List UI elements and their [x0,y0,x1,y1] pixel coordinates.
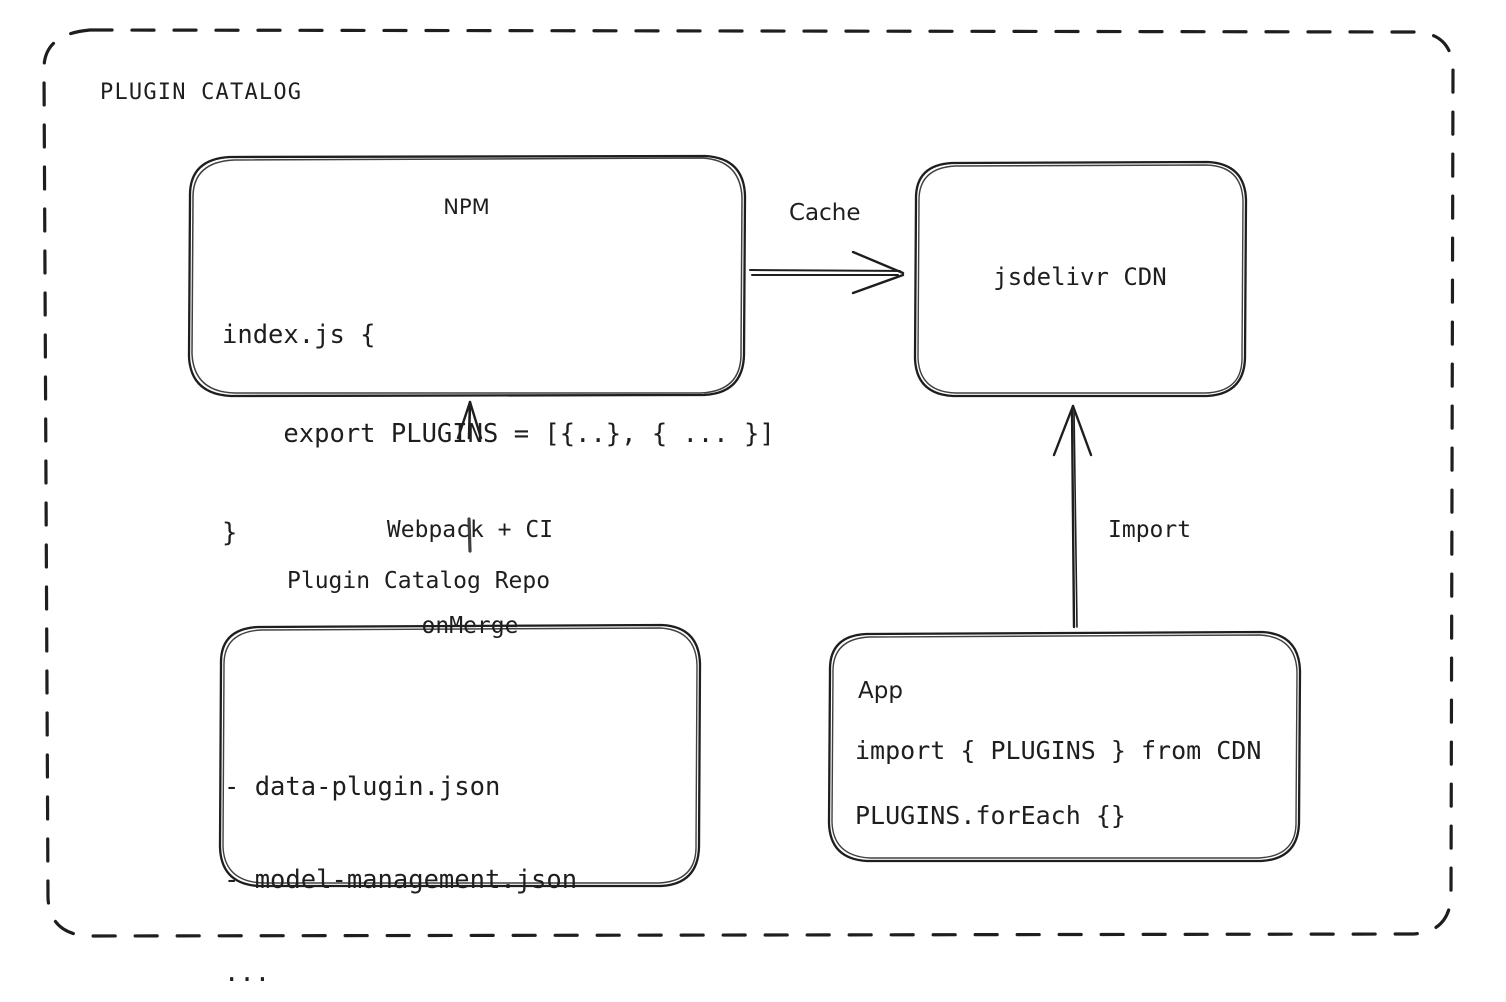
app-code-line-2: PLUGINS.forEach {} [855,801,1126,830]
edge-label-webpack-ci: Webpack + CI onMerge [372,450,568,706]
edge-label-webpack-ci-line-2: onMerge [421,613,519,639]
npm-node-code: index.js { export PLUGINS = [{..}, { ...… [222,253,775,616]
arrow-app-to-cdn [1052,404,1093,629]
repo-file-line-1: - data-plugin.json [224,772,501,802]
repo-file-line-3: ... [224,958,271,988]
repo-node-caption: Plugin Catalog Repo [287,568,551,594]
edge-label-import: Import [1108,517,1192,543]
npm-code-line-2: export PLUGINS = [{..}, { ... }] [222,419,775,449]
edge-label-cache: Cache [789,200,861,226]
edge-label-webpack-ci-line-1: Webpack + CI [386,517,554,543]
repo-node-file-list: - data-plugin.json - model-management.js… [224,710,577,1002]
npm-code-line-1: index.js { [222,320,376,350]
repo-file-line-2: - model-management.json [224,865,578,895]
cdn-node-title: jsdelivr CDN [993,263,1167,291]
npm-code-line-3: } [222,518,238,548]
app-node-title: App [858,678,903,704]
npm-node-title: NPM [443,195,490,219]
plugin-catalog-title: PLUGIN CATALOG [100,80,303,105]
app-code-line-1: import { PLUGINS } from CDN [855,736,1262,765]
